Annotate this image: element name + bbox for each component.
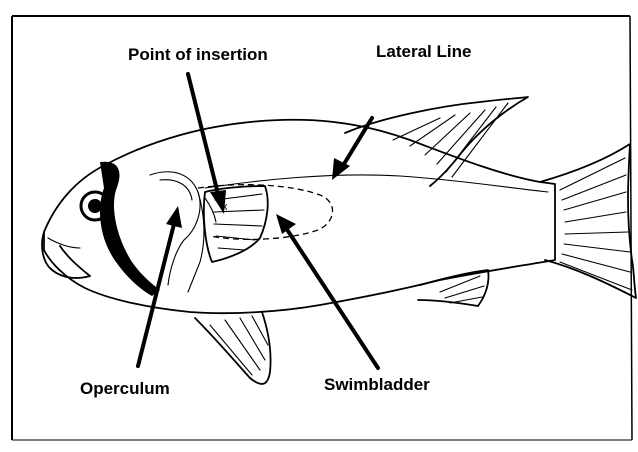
label-swimbladder: Swimbladder — [324, 375, 430, 394]
fish-pupil — [88, 199, 102, 213]
operculum-outline — [150, 172, 200, 285]
caudal-fin-rays — [560, 158, 632, 290]
label-operculum: Operculum — [80, 379, 170, 398]
lateral-line-curve — [205, 175, 548, 192]
cheek-stripe — [100, 162, 160, 296]
anal-fin-rays — [440, 276, 484, 303]
fish-body — [44, 120, 555, 313]
fish-illustration: x — [42, 97, 636, 384]
label-lateral-line: Lateral Line — [376, 42, 471, 61]
label-point-of-insertion: Point of insertion — [128, 45, 268, 64]
pelvic-fin — [195, 312, 271, 384]
label-arrows — [138, 74, 378, 368]
